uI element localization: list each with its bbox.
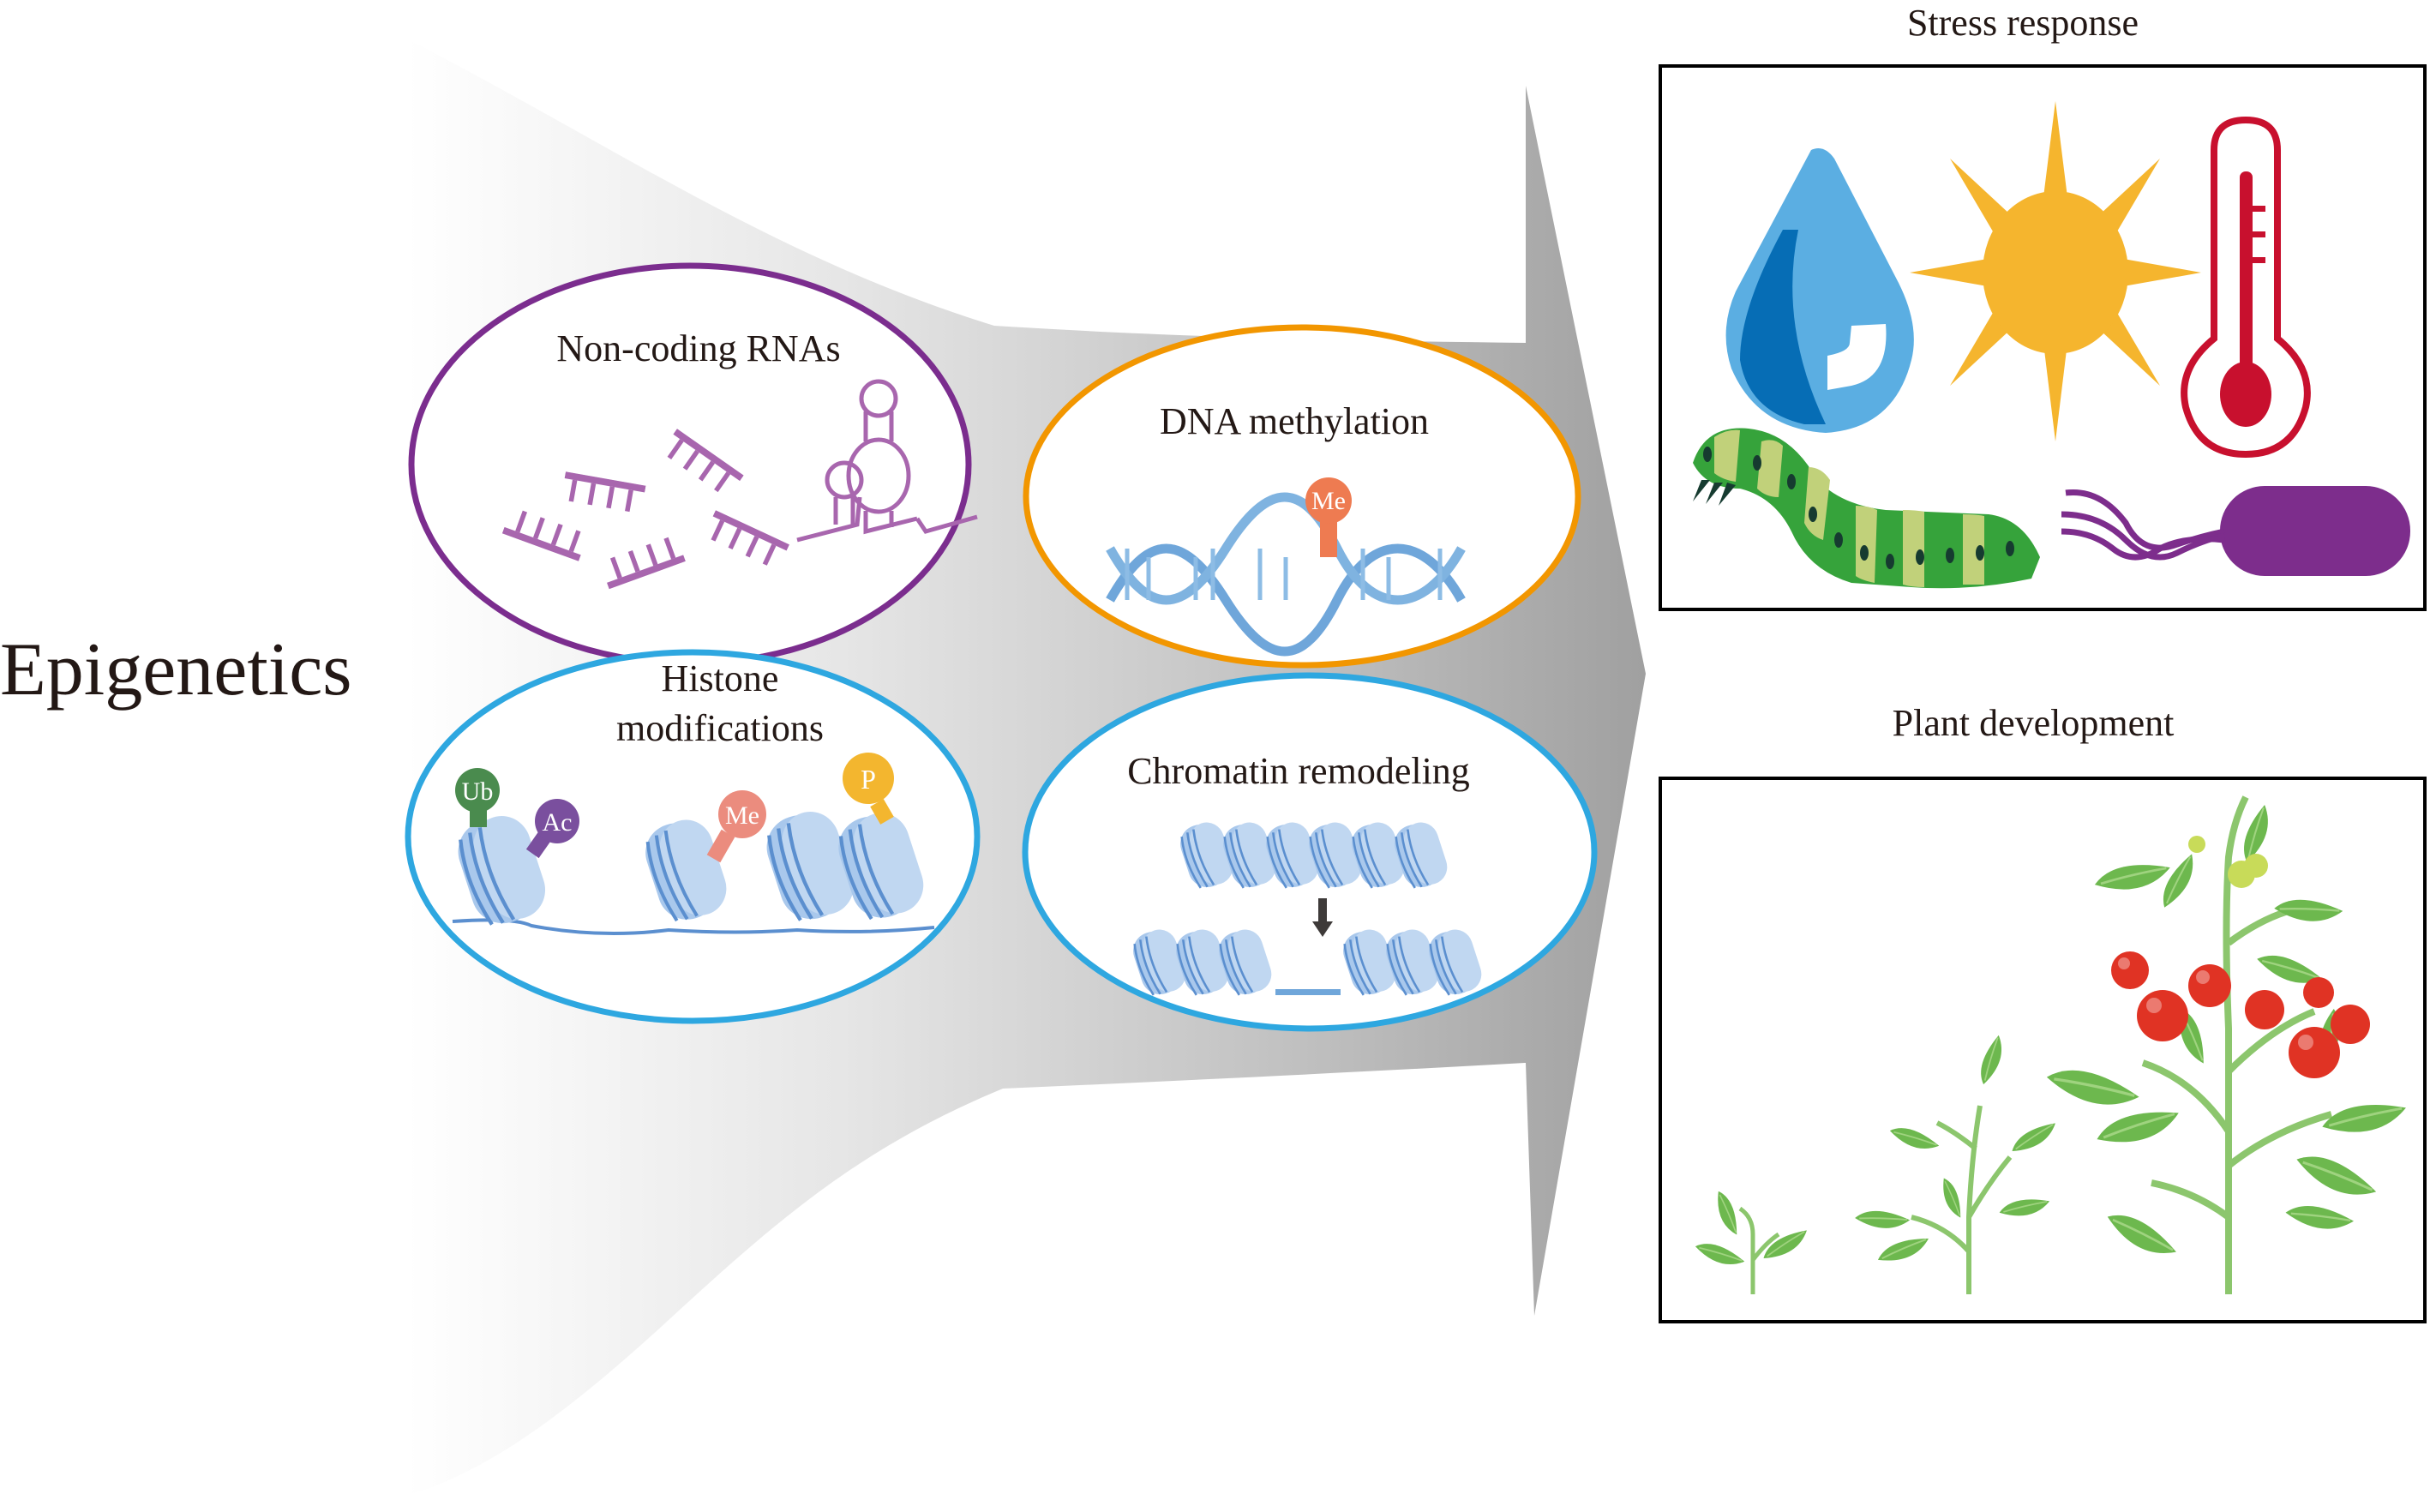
seedling-icon <box>1692 1187 1813 1294</box>
dna-methylation-panel: Me <box>1023 324 1581 669</box>
histone-title-line2: modifications <box>616 707 824 749</box>
dna-methylation-title: DNA methylation <box>1159 400 1430 442</box>
young-plant-icon <box>1853 1032 2061 1294</box>
plant-development-title: Plant development <box>1892 702 2175 744</box>
thermometer-icon <box>2181 116 2311 459</box>
ncrna-panel <box>408 262 978 667</box>
chromatin-title: Chromatin remodeling <box>1127 750 1470 792</box>
dna-methyl-label: Me <box>1311 487 1346 515</box>
ubiquitin-mark-icon: Ub <box>455 768 500 827</box>
ac-label: Ac <box>543 808 573 837</box>
hairpin-rna-icon <box>796 379 978 543</box>
water-drop-icon <box>1725 147 1914 434</box>
open-chromatin-icon <box>1131 926 1483 999</box>
p-label: P <box>861 764 876 795</box>
plant-development-panel <box>1659 777 2427 1323</box>
down-arrow-icon <box>1312 898 1333 937</box>
methyl-histone-mark-icon: Me <box>706 790 766 863</box>
methyl-mark-icon: Me <box>1305 477 1352 557</box>
sun-icon <box>1910 101 2201 441</box>
tomato-plant-icon <box>2042 795 2410 1294</box>
histone-title-line1: Histone <box>661 657 779 699</box>
stress-response-title: Stress response <box>1906 2 2139 44</box>
me-label: Me <box>725 801 759 830</box>
dna-helix-icon <box>1106 492 1466 657</box>
histone-panel: Ub Ac Me P <box>405 649 981 1024</box>
chromatin-panel <box>1022 672 1598 1032</box>
stress-response-panel <box>1659 64 2427 611</box>
caterpillar-icon <box>1693 428 2040 589</box>
ub-label: Ub <box>462 777 494 806</box>
linker-dna <box>1275 989 1341 995</box>
ncrna-title: Non-coding RNAs <box>556 327 841 369</box>
epigenetics-label: Epigenetics <box>0 628 352 711</box>
dna-strand <box>452 918 935 935</box>
acetyl-mark-icon: Ac <box>525 799 579 859</box>
phospho-mark-icon: P <box>843 753 894 825</box>
bacterium-icon <box>2061 486 2410 576</box>
dna-methylation-ellipse <box>1023 324 1581 669</box>
